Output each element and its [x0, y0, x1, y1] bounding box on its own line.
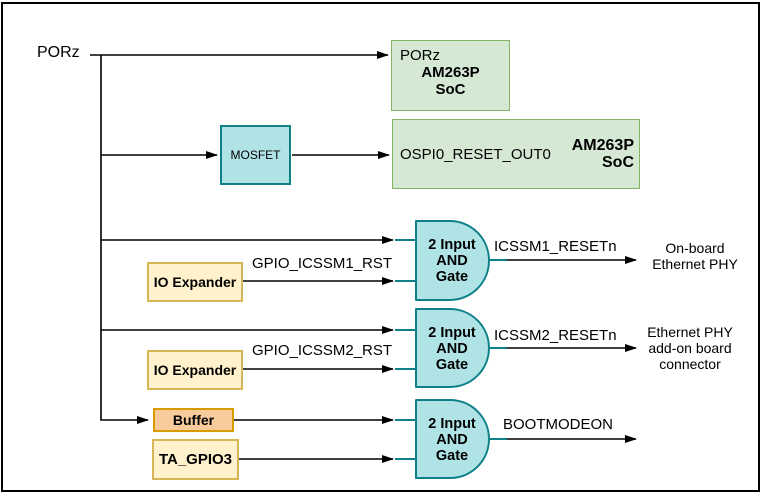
onboard-phy-destination: On-board Ethernet PHY	[646, 240, 744, 272]
io-expander-1-block: IO Expander	[147, 262, 243, 302]
io-expander-2-label: IO Expander	[153, 362, 237, 378]
ta-gpio3-label: TA_GPIO3	[158, 451, 233, 468]
gpio-icssm2-rst-label: GPIO_ICSSM2_RST	[252, 342, 393, 359]
and-gate-1-shape	[415, 220, 490, 301]
addon-phy-line3: connector	[659, 356, 721, 372]
soc-porz-pin-label: PORz	[400, 47, 441, 64]
buffer-block: Buffer	[153, 408, 234, 432]
addon-phy-destination: Ethernet PHY add-on board connector	[638, 324, 742, 372]
gate1-pin-stubs	[395, 239, 507, 282]
gate2-line2: AND	[436, 341, 468, 357]
buffer-label: Buffer	[172, 412, 215, 428]
gate3-line3: Gate	[435, 448, 469, 464]
mosfet-block: MOSFET	[220, 125, 291, 185]
and-gate-3-shape	[415, 399, 490, 479]
onboard-phy-line2: Ethernet PHY	[652, 256, 738, 272]
porz-source-label: PORz	[37, 44, 80, 61]
soc-name-line2: SoC	[435, 81, 466, 98]
gate2-line3: Gate	[435, 357, 469, 373]
gate1-line3: Gate	[435, 269, 469, 285]
soc-ospi-pin-label: OSPI0_RESET_OUT0	[400, 145, 551, 163]
and-gate-2-shape	[415, 308, 490, 388]
gpio-icssm1-rst-label: GPIO_ICSSM1_RST	[252, 255, 393, 272]
mosfet-label: MOSFET	[230, 148, 281, 162]
soc-ospi-name-line2: SoC	[602, 154, 634, 171]
soc-ospi-name: AM263P SoC	[572, 137, 634, 171]
addon-phy-line2: add-on board	[648, 340, 732, 356]
and-gate-2-label: 2 Input AND Gate	[414, 325, 490, 373]
gate3-line1: 2 Input	[428, 416, 476, 432]
gate2-pin-stubs	[395, 329, 507, 370]
wire-porz-bus	[100, 55, 149, 424]
io-expander-1-label: IO Expander	[153, 274, 237, 290]
icssm2-resetn-label: ICSSM2_RESETn	[494, 327, 617, 344]
gate1-line2: AND	[436, 253, 468, 269]
soc-porz-block: PORz AM263P SoC	[391, 40, 510, 111]
gate3-pin-stubs	[395, 419, 507, 460]
addon-phy-line1: Ethernet PHY	[647, 324, 733, 340]
gate1-line1: 2 Input	[428, 237, 476, 253]
gate3-line2: AND	[436, 432, 468, 448]
ta-gpio3-block: TA_GPIO3	[152, 439, 239, 480]
and-gate-1-label: 2 Input AND Gate	[414, 237, 490, 285]
diagram-border	[1, 2, 760, 492]
soc-name-line1: AM263P	[421, 64, 480, 81]
icssm1-resetn-label: ICSSM1_RESETn	[494, 238, 617, 255]
soc-ospi-name-line1: AM263P	[571, 137, 634, 154]
and-gate-3-label: 2 Input AND Gate	[414, 416, 490, 464]
bootmodeon-label: BOOTMODEON	[503, 416, 614, 433]
gate2-line1: 2 Input	[428, 325, 476, 341]
io-expander-2-block: IO Expander	[147, 350, 243, 390]
onboard-phy-line1: On-board	[665, 240, 725, 256]
soc-ospi-block: OSPI0_RESET_OUT0 AM263P SoC	[392, 119, 640, 189]
